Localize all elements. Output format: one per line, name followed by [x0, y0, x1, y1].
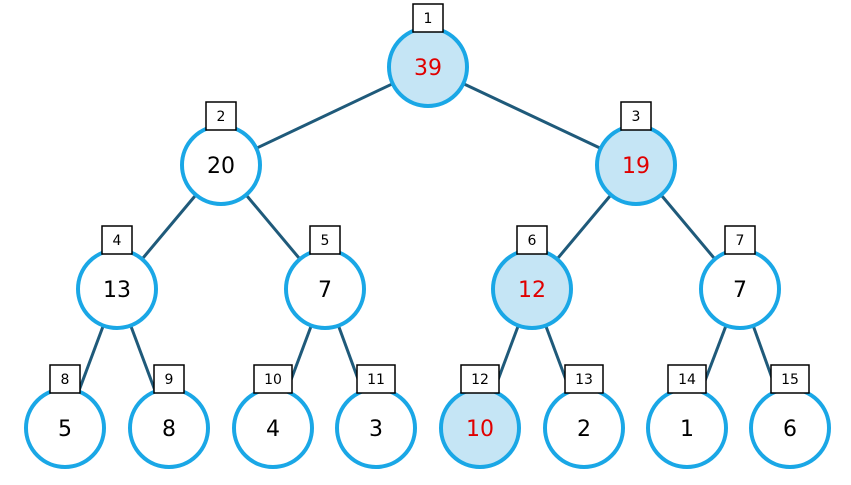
- node-value: 3: [369, 417, 383, 442]
- edge-3-7: [659, 193, 717, 261]
- heap-node-1: 39 1: [387, 3, 469, 108]
- index-box: [412, 3, 444, 33]
- node-index: 10: [264, 372, 282, 388]
- heap-node-10: 4 10: [232, 364, 314, 469]
- node-index: 11: [367, 372, 385, 388]
- index-box: [205, 101, 237, 131]
- node-value: 39: [414, 56, 442, 81]
- heap-node-6: 12 6: [491, 225, 573, 330]
- node-value: 13: [103, 278, 131, 303]
- index-box: [770, 364, 810, 394]
- node-value: 7: [733, 278, 747, 303]
- node-index: 3: [632, 109, 641, 125]
- heap-node-14: 1 14: [646, 364, 728, 469]
- node-index: 4: [113, 233, 122, 249]
- index-box: [460, 364, 500, 394]
- heap-node-8: 58: [24, 364, 106, 469]
- index-box: [667, 364, 707, 394]
- edge-2-5: [244, 193, 302, 261]
- node-index: 7: [736, 233, 745, 249]
- edge-3-6: [555, 193, 613, 261]
- node-index: 5: [321, 233, 330, 249]
- edge-1-3: [462, 82, 602, 150]
- node-index: 9: [165, 372, 174, 388]
- node-value: 2: [577, 417, 591, 442]
- index-box: [620, 101, 652, 131]
- index-box: [309, 225, 341, 255]
- edge-4-9: [129, 325, 157, 392]
- node-value: 5: [58, 417, 72, 442]
- edge-2-4: [140, 193, 198, 261]
- node-value: 19: [622, 154, 650, 179]
- index-box: [516, 225, 548, 255]
- node-value: 6: [783, 417, 797, 442]
- index-box: [356, 364, 396, 394]
- node-index: 12: [471, 372, 489, 388]
- index-box: [253, 364, 293, 394]
- edge-4-8: [77, 325, 105, 392]
- heap-node-12: 10 12: [439, 364, 521, 469]
- node-index: 6: [528, 233, 537, 249]
- node-index: 8: [61, 372, 70, 388]
- node-index: 1: [424, 11, 433, 27]
- node-value: 4: [266, 417, 280, 442]
- heap-node-5: 75: [284, 225, 366, 330]
- node-value: 10: [466, 417, 494, 442]
- index-box: [101, 225, 133, 255]
- heap-node-9: 89: [128, 364, 210, 469]
- node-value: 8: [162, 417, 176, 442]
- index-box: [724, 225, 756, 255]
- node-value: 20: [207, 154, 235, 179]
- heap-node-2: 20 2: [180, 101, 262, 206]
- node-value: 1: [680, 417, 694, 442]
- index-box: [49, 364, 81, 394]
- tree-nodes: 3912021931347512677588941031110122131146…: [24, 3, 831, 469]
- node-value: 12: [518, 278, 546, 303]
- index-box: [153, 364, 185, 394]
- heap-node-13: 2 13: [543, 364, 625, 469]
- node-index: 2: [217, 109, 226, 125]
- node-index: 14: [678, 372, 696, 388]
- edge-1-2: [255, 82, 394, 150]
- index-box: [564, 364, 604, 394]
- heap-node-3: 19 3: [595, 101, 677, 206]
- heap-node-7: 77: [699, 225, 781, 330]
- node-value: 7: [318, 278, 332, 303]
- node-index: 13: [575, 372, 593, 388]
- heap-node-11: 3 11: [335, 364, 417, 469]
- tree-edges: [77, 82, 779, 393]
- node-index: 15: [781, 372, 799, 388]
- heap-node-15: 6 15: [749, 364, 831, 469]
- heap-node-4: 13 4: [76, 225, 158, 330]
